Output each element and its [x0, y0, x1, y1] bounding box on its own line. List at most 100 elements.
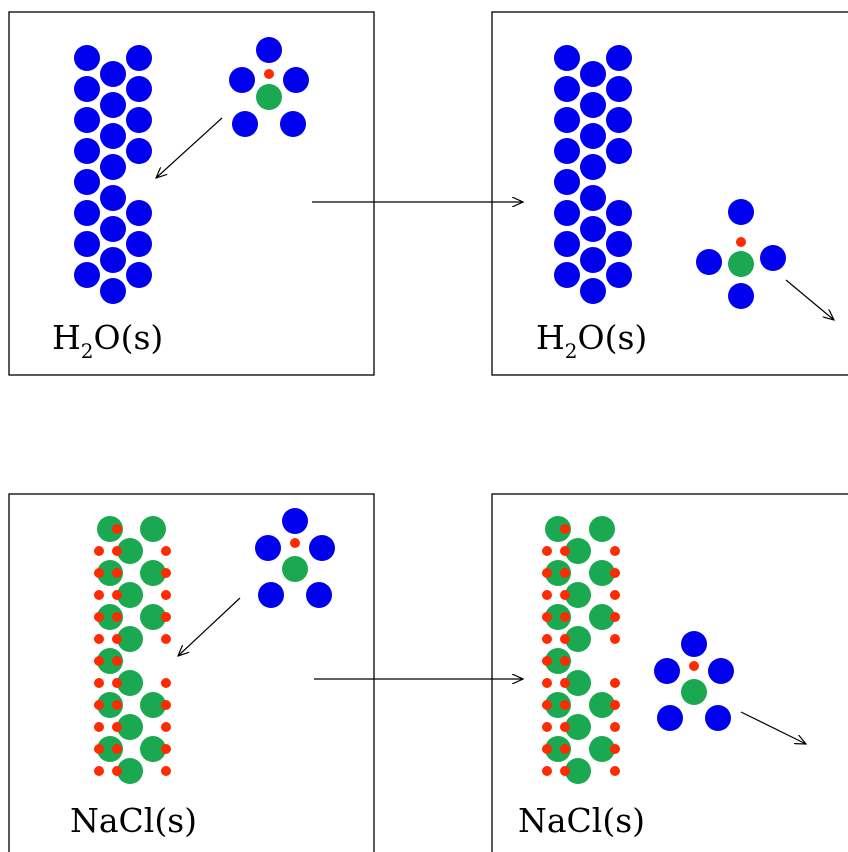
chloride-ion [161, 678, 171, 688]
water-molecule [657, 705, 683, 731]
chloride-ion [94, 700, 104, 710]
chloride-ion [112, 612, 122, 622]
water-molecule [126, 45, 152, 71]
salt-lattice-bottom-left [94, 516, 171, 784]
sodium-ion [140, 736, 166, 762]
water-molecule [100, 278, 126, 304]
water-molecule [306, 582, 332, 608]
chloride-ion [290, 538, 300, 548]
water-molecule [554, 45, 580, 71]
chloride-ion [560, 678, 570, 688]
panel-top-left [8, 11, 375, 376]
water-molecule [74, 107, 100, 133]
water-molecule [74, 138, 100, 164]
sodium-ion [545, 736, 571, 762]
sodium-ion [140, 692, 166, 718]
chloride-ion [161, 766, 171, 776]
water-molecule [554, 262, 580, 288]
hydrated-clusters [229, 37, 786, 731]
attach-arrow-top [156, 117, 223, 178]
chloride-ion [161, 612, 171, 622]
chloride-ion [560, 700, 570, 710]
sodium-ion [140, 516, 166, 542]
attach-arrow-bottom [178, 597, 241, 656]
label-top-left: H2O(s) [52, 318, 163, 363]
water-molecule [580, 92, 606, 118]
sodium-ion [140, 560, 166, 586]
water-molecule [100, 154, 126, 180]
sodium-ion [589, 736, 615, 762]
chloride-ion [610, 700, 620, 710]
water-molecule [232, 111, 258, 137]
chloride-ion [542, 744, 552, 754]
water-molecule [606, 262, 632, 288]
water-molecule [100, 123, 126, 149]
chloride-ion [542, 678, 552, 688]
water-molecule [606, 138, 632, 164]
chloride-ion [610, 744, 620, 754]
sodium-ion [589, 604, 615, 630]
chloride-ion [94, 546, 104, 556]
chloride-ion [94, 656, 104, 666]
ice-lattice-top-right [554, 45, 632, 304]
water-molecule [606, 76, 632, 102]
leave-arrow-top [785, 279, 834, 320]
water-molecule [654, 658, 680, 684]
chloride-ion [560, 744, 570, 754]
water-molecule [126, 138, 152, 164]
sodium-ion [565, 538, 591, 564]
chloride-ion [94, 766, 104, 776]
chloride-ion [560, 546, 570, 556]
sodium-ion [97, 736, 123, 762]
water-molecule [554, 107, 580, 133]
chloride-ion [112, 568, 122, 578]
chloride-ion [112, 722, 122, 732]
chloride-ion [94, 722, 104, 732]
water-molecule [728, 283, 754, 309]
chloride-ion [610, 634, 620, 644]
water-molecule [606, 45, 632, 71]
chloride-ion [112, 766, 122, 776]
water-molecule [580, 123, 606, 149]
sodium-ion [97, 604, 123, 630]
sodium-ion [589, 560, 615, 586]
chloride-ion [112, 700, 122, 710]
chloride-ion [94, 634, 104, 644]
chloride-ion [560, 524, 570, 534]
chloride-ion [542, 766, 552, 776]
water-molecule [696, 249, 722, 275]
chloride-ion [610, 546, 620, 556]
sodium-ion [97, 560, 123, 586]
water-molecule [74, 231, 100, 257]
water-molecule [74, 200, 100, 226]
chloride-ion [542, 590, 552, 600]
sodium-ion [117, 538, 143, 564]
chloride-ion [112, 546, 122, 556]
water-molecule [74, 76, 100, 102]
chloride-ion [560, 656, 570, 666]
chloride-ion [94, 612, 104, 622]
water-molecule [580, 61, 606, 87]
sodium-ion [545, 692, 571, 718]
chloride-ion [610, 678, 620, 688]
sodium-ion [117, 758, 143, 784]
water-molecule [100, 247, 126, 273]
water-molecule [100, 61, 126, 87]
water-molecule [606, 231, 632, 257]
water-molecule [74, 262, 100, 288]
sodium-ion [117, 626, 143, 652]
water-molecule [681, 631, 707, 657]
chloride-ion [264, 69, 274, 79]
chloride-ion [542, 700, 552, 710]
chloride-ion [112, 634, 122, 644]
sodium-ion [545, 560, 571, 586]
chloride-ion [560, 568, 570, 578]
chloride-ion [161, 546, 171, 556]
sodium-ion [589, 692, 615, 718]
water-molecule [258, 582, 284, 608]
water-molecule [256, 37, 282, 63]
water-molecule [728, 199, 754, 225]
sodium-ion [589, 516, 615, 542]
chloride-ion [610, 590, 620, 600]
chloride-ion [161, 568, 171, 578]
